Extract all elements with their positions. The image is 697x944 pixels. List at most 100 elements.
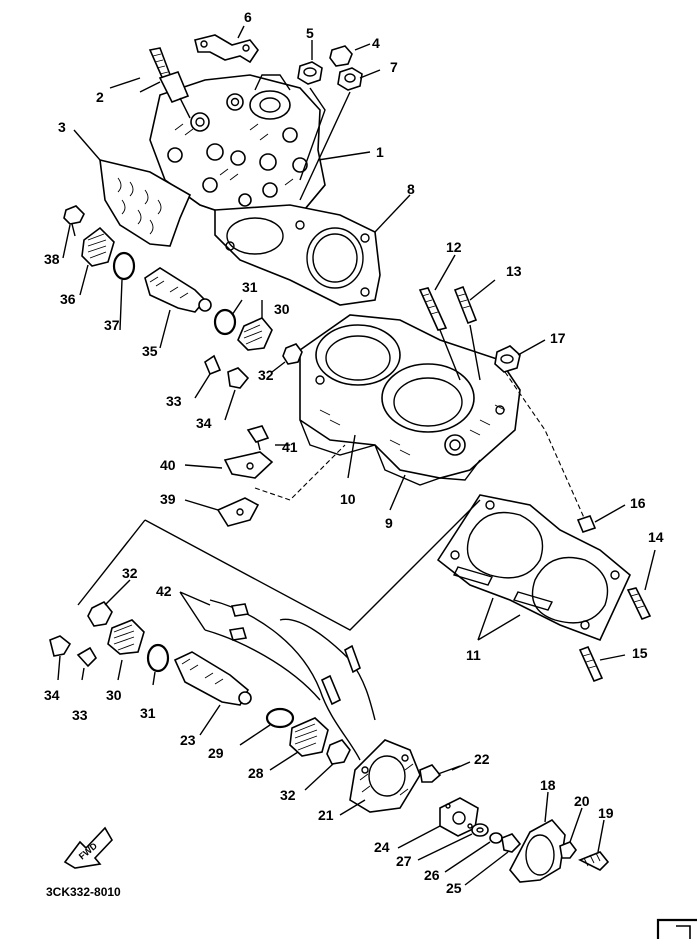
callout-28: 28 — [248, 765, 264, 781]
washer-part-32a — [282, 343, 303, 365]
nut-part-20 — [559, 841, 577, 859]
bolt-part-19 — [578, 851, 610, 871]
washer-part-27 — [471, 823, 489, 837]
callout-30-lower: 30 — [106, 687, 122, 703]
base-gasket-part-11 — [436, 494, 631, 642]
callout-4: 4 — [372, 35, 380, 51]
callout-22: 22 — [474, 751, 490, 767]
callout-13: 13 — [506, 263, 522, 279]
cap-part-36 — [81, 226, 115, 267]
callout-23: 23 — [180, 732, 196, 748]
callout-32-upper: 32 — [258, 367, 274, 383]
valve-part-35 — [144, 267, 212, 313]
callout-15: 15 — [632, 645, 648, 661]
spark-plug-part-2 — [148, 47, 191, 119]
callout-33-upper: 33 — [166, 393, 182, 409]
bolt-part-22 — [419, 764, 461, 783]
callout-33-lower: 33 — [72, 707, 88, 723]
callout-18: 18 — [540, 777, 556, 793]
stud-part-15 — [578, 645, 604, 683]
callout-39: 39 — [160, 491, 176, 507]
bracket-part-6 — [194, 25, 259, 64]
fwd-arrow: FWD — [63, 826, 113, 869]
callout-12: 12 — [446, 239, 462, 255]
washer-part-32c — [326, 739, 351, 765]
o-ring-part-31a — [213, 308, 237, 336]
cylinder-head — [149, 74, 326, 223]
bolt-part-38 — [63, 205, 85, 237]
bolt-part-41 — [246, 425, 270, 451]
housing-part-21 — [349, 739, 421, 813]
callout-6: 6 — [244, 9, 252, 25]
callout-26: 26 — [424, 867, 440, 883]
head-gasket-part-8 — [214, 204, 381, 306]
cap-part-4 — [329, 45, 353, 67]
callout-2: 2 — [96, 89, 104, 105]
bolt-part-34a — [227, 367, 250, 389]
callout-5: 5 — [306, 25, 314, 41]
callout-30-upper: 30 — [274, 301, 290, 317]
clip-part-33a — [204, 354, 222, 376]
callout-34-upper: 34 — [196, 415, 212, 431]
nut-part-7 — [337, 67, 363, 91]
callout-32-mid: 32 — [122, 565, 138, 581]
bracket-part-3 — [99, 158, 192, 247]
callout-32-lower: 32 — [280, 787, 296, 803]
callout-10: 10 — [340, 491, 356, 507]
callout-34-lower: 34 — [44, 687, 60, 703]
callout-29: 29 — [208, 745, 224, 761]
seal-part-30b — [107, 619, 145, 655]
callout-42: 42 — [156, 583, 172, 599]
callout-20: 20 — [574, 793, 590, 809]
bolt-part-34b — [49, 635, 72, 681]
callout-24: 24 — [374, 839, 390, 855]
callout-21: 21 — [318, 807, 334, 823]
part-code: 3CK332-8010 — [46, 885, 121, 899]
callout-36: 36 — [60, 291, 76, 307]
dowel-part-16 — [576, 515, 597, 533]
callout-31-upper: 31 — [242, 279, 258, 295]
stud-part-12 — [418, 287, 448, 331]
plate-part-40 — [223, 451, 274, 479]
clip-part-33b — [76, 646, 98, 681]
o-ring-part-31b — [146, 643, 170, 673]
callout-16: 16 — [630, 495, 646, 511]
callout-7: 7 — [390, 59, 398, 75]
callout-41: 41 — [282, 439, 298, 455]
callout-40: 40 — [160, 457, 176, 473]
callout-31-lower: 31 — [140, 705, 156, 721]
callout-38: 38 — [44, 251, 60, 267]
callout-1: 1 — [376, 144, 384, 160]
callout-17: 17 — [550, 330, 566, 346]
callout-9: 9 — [385, 515, 393, 531]
seal-part-30a — [237, 317, 273, 351]
cylinder-block-part-9-10 — [299, 314, 521, 486]
callout-27: 27 — [396, 853, 412, 869]
callout-37: 37 — [104, 317, 120, 333]
stud-part-13 — [453, 285, 478, 325]
nut-part-5 — [297, 61, 323, 85]
washer-part-32b — [87, 600, 113, 627]
callout-19: 19 — [598, 805, 614, 821]
callout-35: 35 — [142, 343, 158, 359]
callout-14: 14 — [648, 529, 664, 545]
wire-part-42 — [204, 599, 376, 761]
callout-labels: 1 2 3 4 5 6 7 8 9 10 11 12 13 14 15 16 1… — [44, 9, 664, 896]
nut-part-17 — [494, 345, 521, 373]
page-corner-mark — [656, 918, 697, 939]
seal-part-28 — [289, 717, 329, 757]
stud-part-14 — [626, 587, 652, 621]
cover-part-18 — [509, 818, 566, 883]
ring-part-26 — [489, 832, 503, 844]
callout-3: 3 — [58, 119, 66, 135]
plate-part-39 — [216, 497, 260, 527]
page-corner-glyph — [676, 925, 691, 939]
o-ring-part-29 — [265, 707, 295, 729]
callout-25: 25 — [446, 880, 462, 896]
o-ring-part-37 — [112, 251, 136, 281]
valve-part-23 — [173, 651, 252, 706]
callout-11: 11 — [466, 647, 481, 663]
callout-8: 8 — [407, 181, 415, 197]
